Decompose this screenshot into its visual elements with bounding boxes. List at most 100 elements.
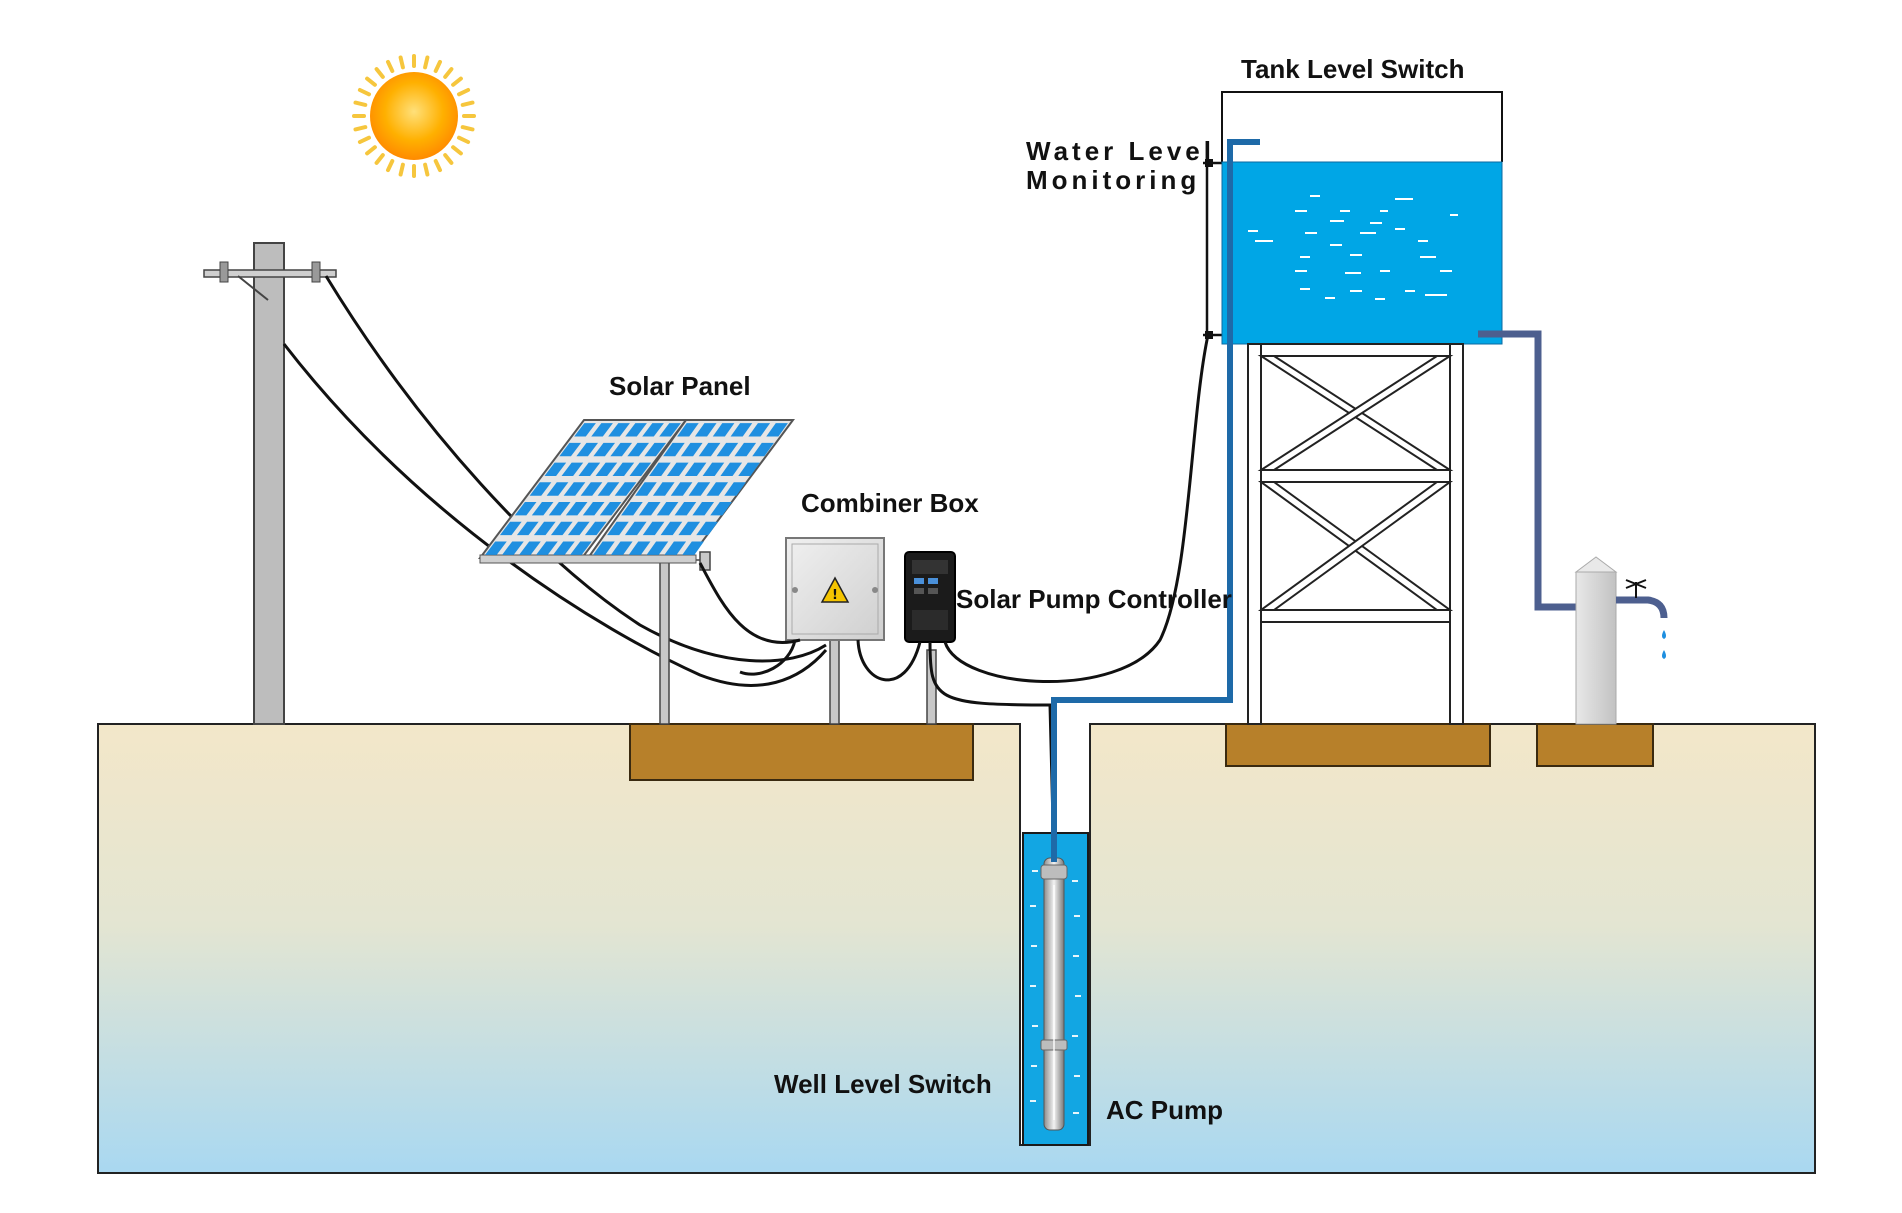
solar-cell xyxy=(593,541,615,555)
solar-cell xyxy=(519,541,541,555)
solar-cell xyxy=(694,423,717,437)
solar-cell xyxy=(642,521,665,536)
solar-cell xyxy=(730,423,753,437)
combiner-box: ! xyxy=(785,537,885,641)
solar-cell xyxy=(696,521,718,536)
sun-ray xyxy=(423,162,430,177)
solar-cell xyxy=(563,482,586,496)
solar-cell xyxy=(649,462,671,476)
solar-cell xyxy=(612,462,635,476)
solar-cell xyxy=(485,541,507,555)
solar-cell xyxy=(706,482,729,496)
solar-cell xyxy=(680,442,703,457)
solar-cell xyxy=(614,482,637,496)
solar-cell xyxy=(582,502,605,516)
sun-ray xyxy=(386,59,395,73)
solar-cell xyxy=(559,442,582,457)
sun-icon xyxy=(352,54,476,178)
solar-cell xyxy=(529,482,552,496)
solar-cell xyxy=(502,541,524,555)
solar-pump-controller xyxy=(904,551,956,643)
solar-pump-controller-label: Solar Pump Controller xyxy=(956,584,1232,614)
supply-pipe xyxy=(1051,139,1260,862)
solar-cell xyxy=(712,423,735,437)
solar-cell xyxy=(580,482,603,496)
ac-pump xyxy=(1040,857,1068,1131)
solar-cell xyxy=(624,521,647,536)
solar-cell xyxy=(578,462,601,476)
sun-ray xyxy=(353,100,368,107)
solar-cell xyxy=(531,502,554,516)
sun-ray xyxy=(365,145,377,156)
solar-cell xyxy=(627,442,650,457)
solar-cell xyxy=(682,541,704,555)
solar-cell xyxy=(748,423,771,437)
solar-cell xyxy=(720,462,743,476)
solar-cell xyxy=(576,442,599,457)
solar-cell xyxy=(659,423,681,437)
solar-cell xyxy=(610,541,633,555)
solar-cell xyxy=(499,521,522,536)
solar-cell xyxy=(595,462,618,476)
solar-cell xyxy=(710,502,732,516)
sun-ray xyxy=(433,59,442,73)
solar-cell xyxy=(738,462,760,476)
solar-panel xyxy=(477,419,795,564)
sun-ray xyxy=(460,100,475,107)
solar-cell xyxy=(670,482,693,496)
solar-cell xyxy=(591,423,613,437)
tank-tower xyxy=(1247,343,1464,725)
solar-cell xyxy=(724,482,746,496)
solar-cell xyxy=(702,462,725,476)
solar-cell xyxy=(553,541,575,555)
solar-cell xyxy=(607,521,629,536)
solar-cell xyxy=(716,442,739,457)
solar-cell xyxy=(656,502,679,516)
tank-level-switch-label: Tank Level Switch xyxy=(1241,54,1465,84)
solar-cell xyxy=(698,442,721,457)
solar-cell xyxy=(584,521,607,536)
level-sensor-top xyxy=(1205,159,1213,167)
sun-ray xyxy=(398,55,405,70)
sun-ray xyxy=(374,153,385,165)
solar-cell xyxy=(652,482,675,496)
solar-cell xyxy=(663,442,685,457)
solar-cell xyxy=(608,423,630,437)
combiner-box-label: Combiner Box xyxy=(801,488,979,518)
tank-switch-frame xyxy=(1221,91,1503,162)
solar-cell xyxy=(628,541,651,555)
solar-cell xyxy=(666,462,689,476)
sun-ray xyxy=(398,162,405,177)
sun-ray xyxy=(457,135,471,144)
ac-pump-label: AC Pump xyxy=(1106,1095,1223,1125)
solar-cell xyxy=(646,541,669,555)
solar-cell xyxy=(688,482,711,496)
solar-cell xyxy=(766,423,788,437)
utility-pole xyxy=(203,242,337,725)
sun-ray xyxy=(357,88,371,97)
solar-cell xyxy=(642,423,664,437)
solar-cell xyxy=(677,423,699,437)
sun-ray xyxy=(386,159,395,173)
solar-cell xyxy=(674,502,697,516)
solar-cell xyxy=(664,541,687,555)
solar-cell xyxy=(638,502,661,516)
solar-cell xyxy=(599,502,622,516)
solar-cell xyxy=(550,521,573,536)
sun-ray xyxy=(451,145,463,156)
sun-ray xyxy=(433,159,442,173)
solar-cell xyxy=(533,521,556,536)
solar-cell xyxy=(734,442,757,457)
solar-cell xyxy=(635,482,657,496)
solar-cell xyxy=(678,521,701,536)
sun-ray xyxy=(443,67,454,79)
solar-cell xyxy=(621,502,643,516)
solar-cell xyxy=(625,423,647,437)
sun-ray xyxy=(423,55,430,70)
warning-icon xyxy=(820,576,850,603)
solar-cell xyxy=(536,541,558,555)
solar-cell xyxy=(516,521,539,536)
sun-ray xyxy=(460,125,475,132)
solar-cell xyxy=(514,502,537,516)
